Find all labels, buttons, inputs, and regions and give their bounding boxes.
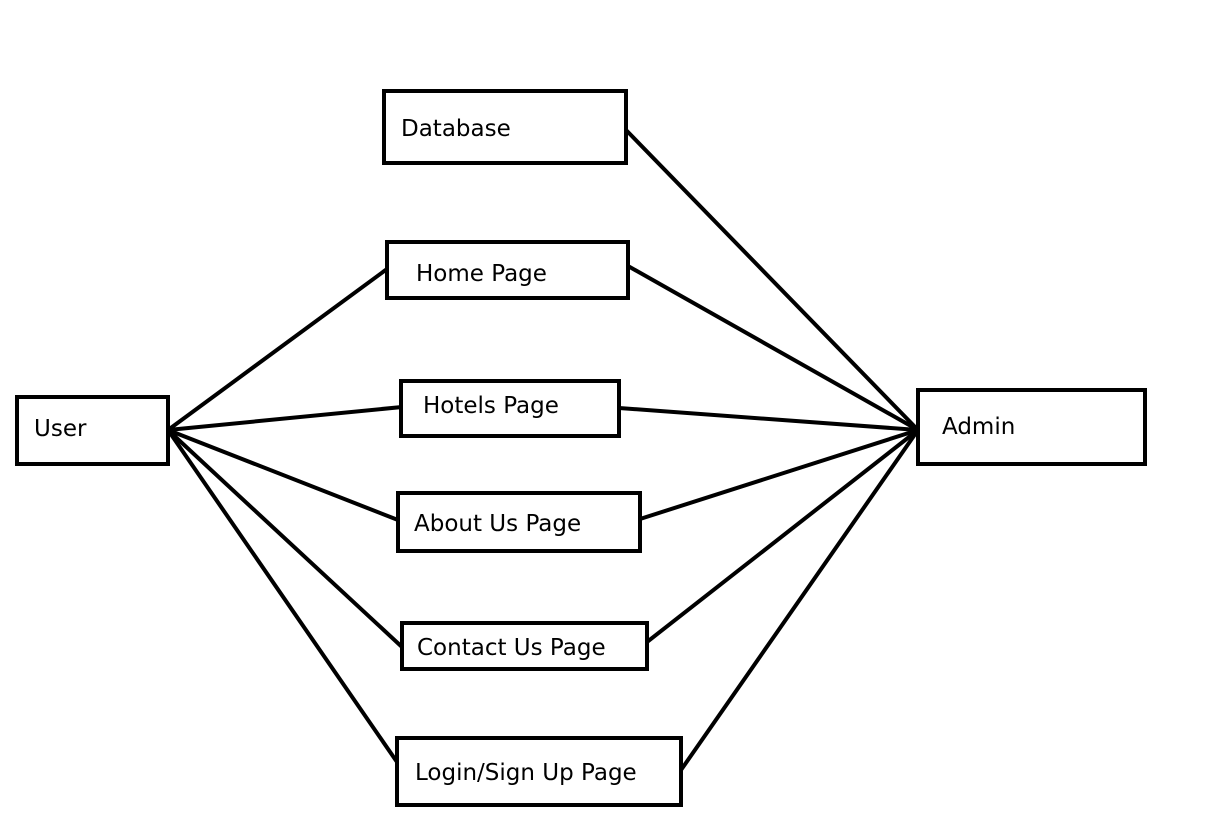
node-contact-us-page-box — [400, 621, 649, 671]
node-hotels-page-box — [399, 379, 621, 438]
node-about-us-page-box — [396, 491, 642, 553]
edge-hotels-admin — [617, 406, 920, 432]
node-user: User — [15, 395, 170, 466]
node-about-us-page: About Us Page — [396, 491, 642, 553]
node-contact-us-page: Contact Us Page — [400, 621, 649, 671]
node-database-box — [382, 89, 628, 165]
node-home-page-label: Home Page — [416, 261, 547, 287]
node-contact-us-page-label: Contact Us Page — [417, 635, 606, 661]
node-database-label: Database — [401, 116, 511, 142]
edge-home-admin — [626, 264, 920, 432]
edge-database-admin — [624, 128, 920, 432]
node-login-signup-page-label: Login/Sign Up Page — [415, 760, 637, 786]
node-user-label: User — [34, 416, 87, 442]
edge-user-about — [166, 428, 400, 522]
node-user-box — [15, 395, 170, 466]
node-login-signup-page: Login/Sign Up Page — [395, 736, 683, 807]
node-home-page-box — [385, 240, 630, 300]
node-admin-box — [916, 388, 1147, 466]
edge-about-admin — [638, 428, 920, 521]
user-edges — [166, 267, 404, 764]
edge-login-admin — [679, 428, 920, 772]
edge-user-home — [166, 267, 389, 432]
node-hotels-page-label: Hotels Page — [423, 393, 559, 419]
node-admin: Admin — [916, 388, 1147, 466]
node-login-signup-page-box — [395, 736, 683, 807]
node-hotels-page: Hotels Page — [399, 379, 621, 438]
edge-user-contact — [166, 428, 404, 649]
edge-user-login — [166, 428, 399, 764]
node-database: Database — [382, 89, 628, 165]
node-home-page: Home Page — [385, 240, 630, 300]
edge-user-hotels — [166, 405, 404, 432]
admin-edges — [617, 128, 920, 772]
edge-contact-admin — [645, 428, 920, 644]
node-admin-label: Admin — [942, 414, 1015, 440]
node-about-us-page-label: About Us Page — [414, 511, 581, 537]
